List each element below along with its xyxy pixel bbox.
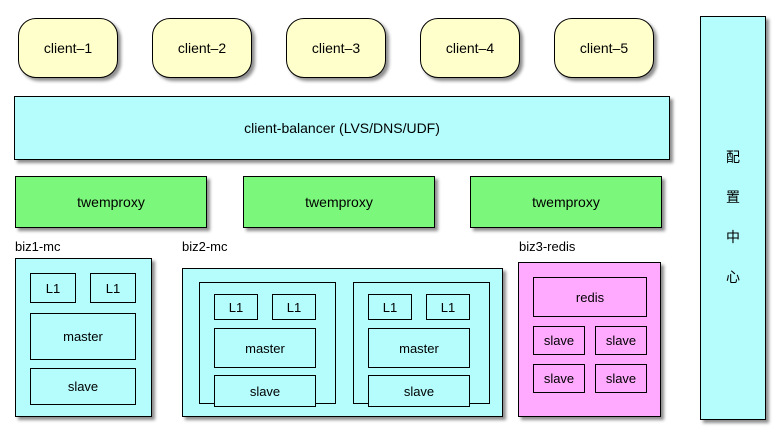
l1-node[interactable]: L1 — [90, 273, 136, 303]
master-label: master — [245, 340, 285, 356]
slave-node[interactable]: slave — [368, 375, 470, 407]
group-panel-biz3-redis[interactable]: redis slave slave slave slave — [518, 262, 661, 417]
slave-node[interactable]: slave — [214, 375, 316, 407]
l1-node[interactable]: L1 — [426, 294, 470, 320]
l1-node[interactable]: L1 — [272, 294, 316, 320]
master-label: master — [399, 340, 439, 356]
slave-label: slave — [403, 383, 435, 399]
twemproxy-label: twemproxy — [77, 193, 145, 210]
slave-label: slave — [543, 371, 575, 386]
l1-label: L1 — [440, 299, 456, 315]
twemproxy-label: twemproxy — [305, 193, 373, 210]
l1-label: L1 — [382, 299, 398, 315]
client-node-5[interactable]: client–5 — [554, 18, 654, 78]
config-center-char: 中 — [726, 230, 740, 246]
l1-label: L1 — [286, 299, 302, 315]
master-node[interactable]: master — [214, 328, 316, 368]
client-node-3[interactable]: client–3 — [286, 18, 386, 78]
config-center-char: 置 — [726, 190, 740, 206]
master-label: master — [63, 329, 103, 344]
config-center-panel[interactable]: 配 置 中 心 — [700, 16, 766, 420]
l1-label: L1 — [105, 280, 121, 296]
shard-panel-biz2-1[interactable]: L1 L1 master slave — [199, 282, 336, 407]
config-center-char: 心 — [726, 270, 740, 286]
client-node-2[interactable]: client–2 — [152, 18, 252, 78]
group-panel-biz1-mc[interactable]: L1 L1 master slave — [15, 258, 152, 417]
twemproxy-node-1[interactable]: twemproxy — [15, 176, 207, 228]
slave-label: slave — [605, 371, 637, 386]
client-node-4[interactable]: client–4 — [420, 18, 520, 78]
group-panel-biz2-mc[interactable]: L1 L1 master slave L1 L1 master slave — [182, 268, 503, 417]
twemproxy-node-2[interactable]: twemproxy — [243, 176, 435, 228]
slave-label: slave — [67, 379, 99, 394]
redis-slave-node[interactable]: slave — [595, 364, 647, 393]
slave-label: slave — [543, 333, 575, 348]
redis-slave-node[interactable]: slave — [533, 326, 585, 355]
group-label-biz3-redis: biz3-redis — [519, 239, 576, 254]
l1-node[interactable]: L1 — [30, 273, 76, 303]
l1-label: L1 — [228, 299, 244, 315]
client-balancer-label: client-balancer (LVS/DNS/UDF) — [244, 119, 440, 136]
client-label: client–1 — [43, 39, 93, 56]
client-label: client–2 — [177, 39, 227, 56]
slave-node[interactable]: slave — [30, 368, 136, 405]
slave-label: slave — [249, 383, 281, 399]
redis-primary-node[interactable]: redis — [533, 277, 647, 317]
client-label: client–4 — [445, 39, 495, 56]
master-node[interactable]: master — [30, 313, 136, 360]
config-center-char: 配 — [726, 150, 740, 166]
client-node-1[interactable]: client–1 — [18, 18, 118, 78]
redis-slave-node[interactable]: slave — [533, 364, 585, 393]
group-label-biz2-mc: biz2-mc — [182, 239, 228, 254]
group-label-biz1-mc: biz1-mc — [15, 239, 61, 254]
master-node[interactable]: master — [368, 328, 470, 368]
twemproxy-node-3[interactable]: twemproxy — [470, 176, 662, 228]
l1-node[interactable]: L1 — [368, 294, 412, 320]
client-label: client–3 — [311, 39, 361, 56]
client-balancer-bar[interactable]: client-balancer (LVS/DNS/UDF) — [14, 96, 670, 160]
redis-label: redis — [575, 289, 605, 305]
l1-node[interactable]: L1 — [214, 294, 258, 320]
redis-slave-node[interactable]: slave — [595, 326, 647, 355]
l1-label: L1 — [45, 280, 61, 296]
twemproxy-label: twemproxy — [532, 193, 600, 210]
client-label: client–5 — [579, 39, 629, 56]
shard-panel-biz2-2[interactable]: L1 L1 master slave — [353, 282, 490, 407]
slave-label: slave — [605, 333, 637, 348]
